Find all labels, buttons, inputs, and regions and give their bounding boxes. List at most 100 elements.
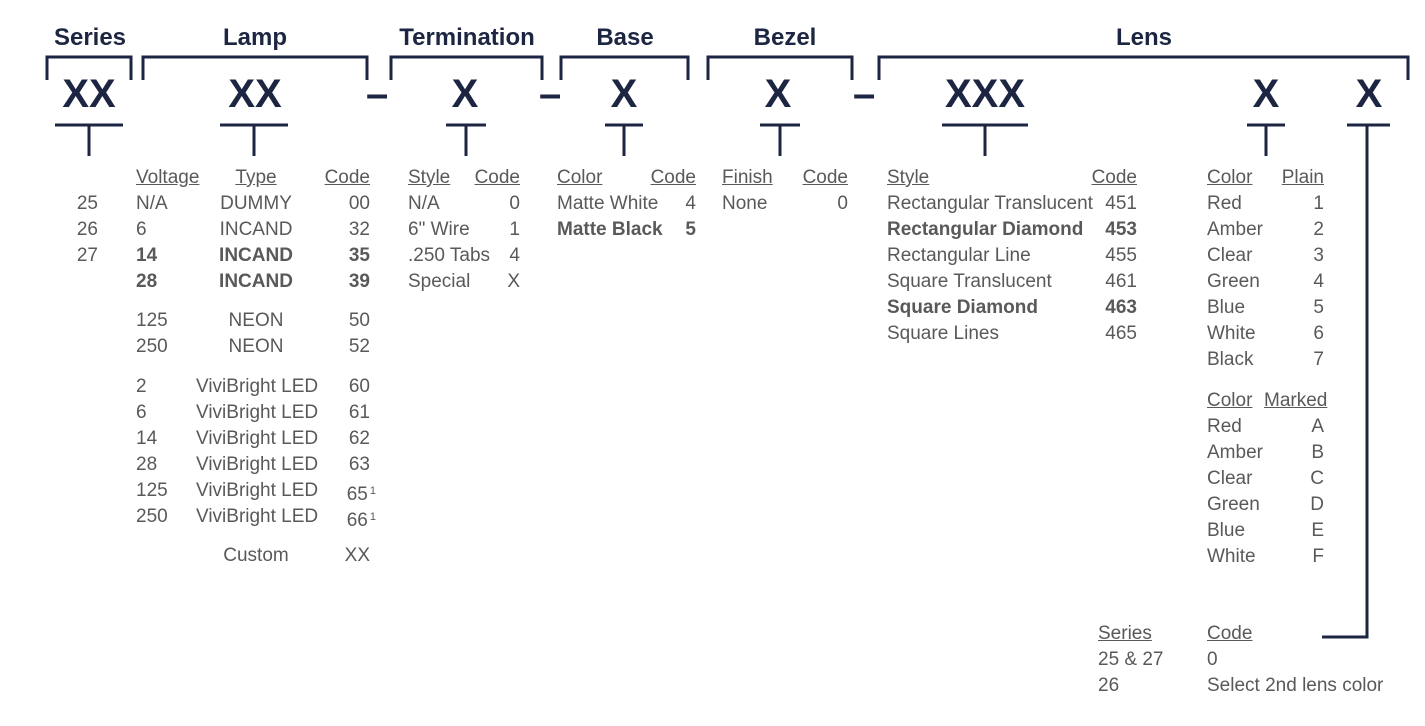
- series-value: 25: [76, 193, 98, 214]
- lamp-type: ViviBright LED: [196, 480, 319, 501]
- lens-plain-color: Black: [1207, 349, 1254, 370]
- lens-plain-code: 3: [1313, 245, 1324, 266]
- lens-style-name: Rectangular Diamond: [887, 219, 1084, 240]
- lamp-voltage: 2: [136, 376, 147, 397]
- lamp-type: INCAND: [219, 271, 293, 292]
- second-lens-code: Select 2nd lens color: [1207, 675, 1384, 696]
- base-col-code: Code: [650, 167, 696, 188]
- second-lens-series: 26: [1098, 675, 1120, 696]
- lens-marked-col-color: Color: [1207, 390, 1253, 411]
- lens-marked-code: F: [1312, 546, 1324, 567]
- base-color: Matte White: [557, 193, 659, 214]
- footnote-mark: 1: [369, 511, 376, 523]
- lens-plain-code: 2: [1313, 219, 1324, 240]
- lamp-voltage: N/A: [136, 193, 168, 214]
- series-value: 26: [76, 219, 98, 240]
- termination-code: 1: [509, 219, 520, 240]
- lens-style-name: Square Diamond: [887, 297, 1038, 318]
- lens-marked-color: Blue: [1207, 520, 1246, 541]
- second-lens-series: 25 & 27: [1098, 649, 1164, 670]
- code-lamp: XX: [228, 72, 282, 116]
- lens-plain-color: White: [1207, 323, 1256, 344]
- lens-marked-code: C: [1310, 468, 1324, 489]
- termination-style: Special: [408, 271, 471, 292]
- lamp-voltage: 14: [136, 428, 158, 449]
- code-lens-style: XXX: [944, 72, 1026, 116]
- lens-style-col-style: Style: [887, 167, 930, 188]
- lens-plain-color: Clear: [1207, 245, 1253, 266]
- lamp-code: 32: [348, 219, 370, 240]
- lens-style-code: 453: [1105, 219, 1137, 240]
- lamp-code: 60: [348, 376, 370, 397]
- lens-marked-col-marked: Marked: [1264, 390, 1328, 411]
- lens-marked-code: D: [1310, 494, 1324, 515]
- lens-plain-col-color: Color: [1207, 167, 1253, 188]
- lamp-voltage: 125: [136, 310, 168, 331]
- base-color: Matte Black: [557, 219, 663, 240]
- second-lens-col-code: Code: [1207, 623, 1253, 644]
- lens-style-name: Square Translucent: [887, 271, 1052, 292]
- lamp-code: 52: [348, 336, 370, 357]
- termination-style: N/A: [408, 193, 440, 214]
- lens-marked-code: B: [1311, 442, 1324, 463]
- header-base: Base: [596, 24, 654, 51]
- lens-plain-code: 6: [1313, 323, 1324, 344]
- lamp-type: INCAND: [219, 219, 293, 240]
- lamp-code: 50: [348, 310, 370, 331]
- lens-style-name: Square Lines: [887, 323, 999, 344]
- lens-marked-color: Green: [1207, 494, 1260, 515]
- termination-col-code: Code: [474, 167, 520, 188]
- lens-plain-color: Red: [1207, 193, 1242, 214]
- second-lens-code: 0: [1207, 649, 1218, 670]
- termination-style: .250 Tabs: [408, 245, 491, 266]
- lens-marked-code: A: [1311, 416, 1324, 437]
- lamp-code: 66: [346, 510, 368, 531]
- header-termination: Termination: [399, 24, 535, 51]
- second-lens-col-series: Series: [1098, 623, 1152, 644]
- lens-plain-color: Green: [1207, 271, 1260, 292]
- dash-2: –: [539, 72, 562, 116]
- lens-marked-code: E: [1311, 520, 1324, 541]
- lens-plain-code: 4: [1313, 271, 1324, 292]
- lens-marked-color: Clear: [1207, 468, 1253, 489]
- lens-style-code: 461: [1105, 271, 1137, 292]
- bezel-col-code: Code: [802, 167, 848, 188]
- lens-plain-col-plain: Plain: [1281, 167, 1324, 188]
- lamp-type: NEON: [228, 336, 284, 357]
- lamp-type: ViviBright LED: [196, 506, 319, 527]
- lamp-col-type: Type: [235, 167, 277, 188]
- lens-plain-code: 1: [1313, 193, 1324, 214]
- code-lens-second: X: [1355, 72, 1383, 116]
- lamp-col-code: Code: [324, 167, 370, 188]
- code-base: X: [610, 72, 638, 116]
- lamp-voltage: 6: [136, 402, 147, 423]
- footnote-mark: 1: [369, 485, 376, 497]
- lens-plain-code: 5: [1313, 297, 1324, 318]
- code-series: XX: [62, 72, 116, 116]
- header-lamp: Lamp: [222, 24, 287, 51]
- lamp-type: ViviBright LED: [196, 428, 319, 449]
- termination-code: 0: [509, 193, 520, 214]
- lens-style-name: Rectangular Translucent: [887, 193, 1093, 214]
- lens-style-col-code: Code: [1091, 167, 1137, 188]
- lens-plain-color: Blue: [1207, 297, 1246, 318]
- lamp-voltage: 250: [136, 506, 168, 527]
- lamp-voltage: 125: [136, 480, 168, 501]
- lamp-code: 62: [348, 428, 370, 449]
- code-termination: X: [451, 72, 479, 116]
- lens-style-name: Rectangular Line: [887, 245, 1031, 266]
- bezel-finish: None: [722, 193, 768, 214]
- lamp-code: 65: [346, 484, 368, 505]
- header-lens: Lens: [1115, 24, 1172, 51]
- lamp-code: 00: [348, 193, 370, 214]
- lamp-type: NEON: [228, 310, 284, 331]
- lamp-code: 35: [348, 245, 370, 266]
- lens-style-code: 455: [1105, 245, 1137, 266]
- termination-col-style: Style: [408, 167, 451, 188]
- lamp-code: 39: [348, 271, 370, 292]
- lamp-custom-type: Custom: [223, 545, 289, 566]
- base-col-color: Color: [557, 167, 603, 188]
